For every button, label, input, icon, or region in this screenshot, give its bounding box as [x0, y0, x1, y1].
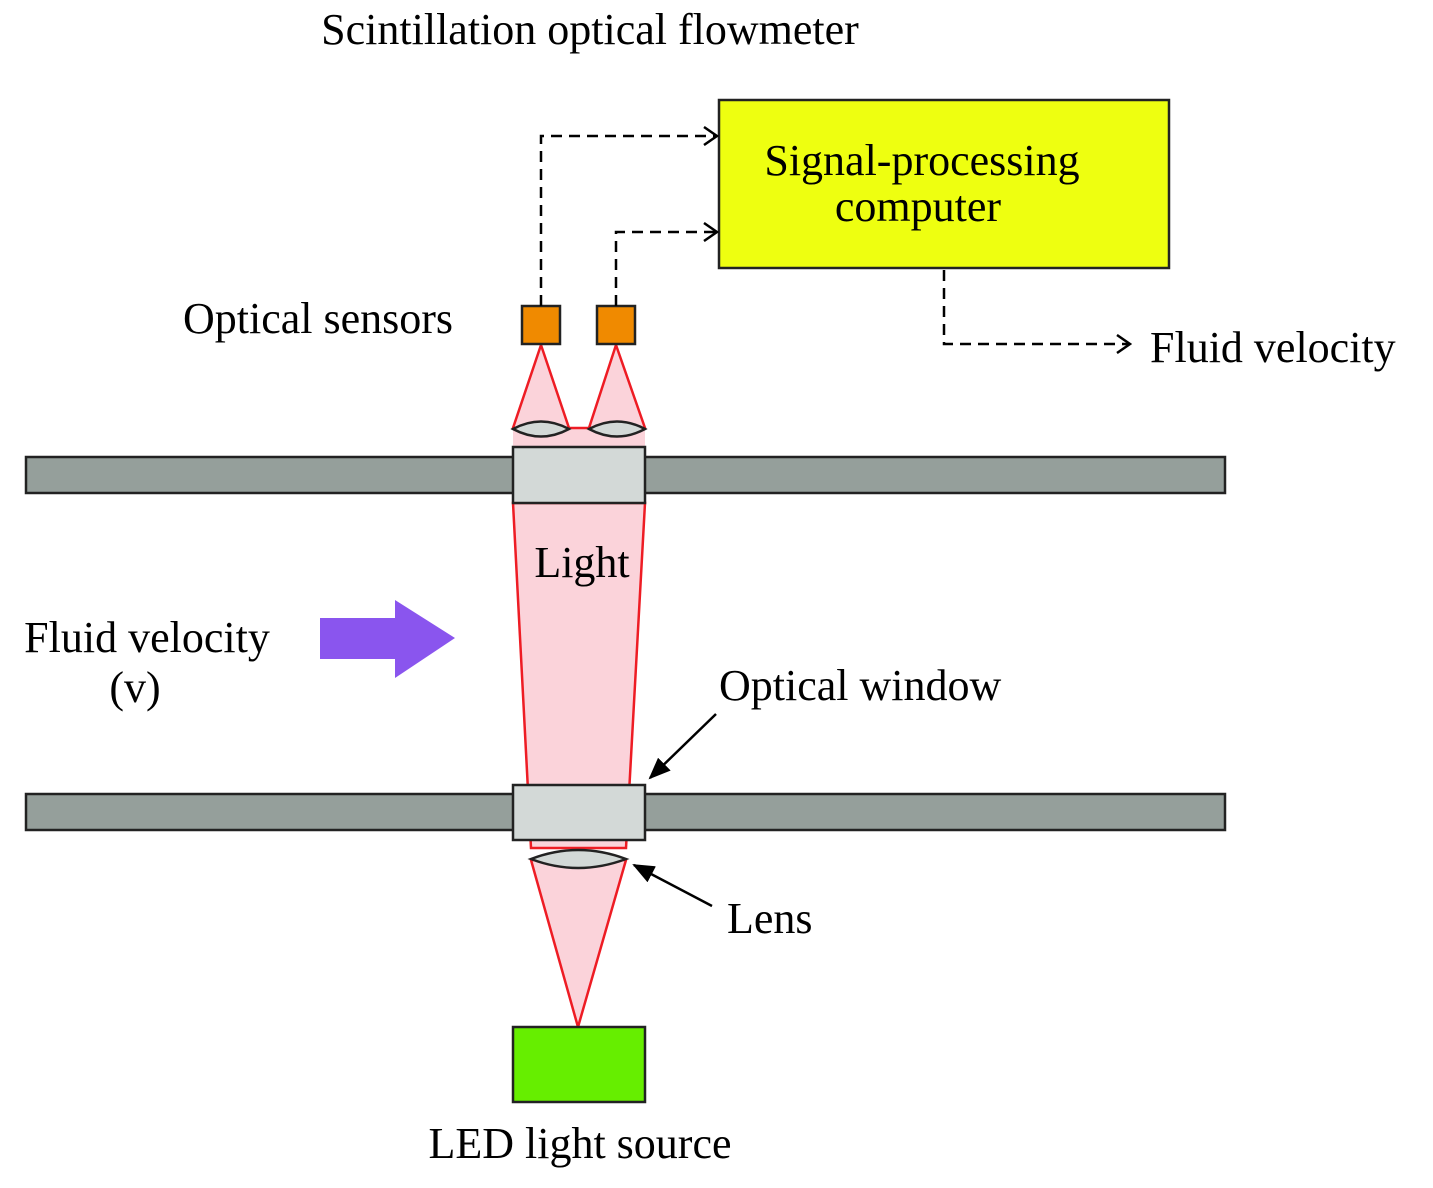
light-cone-sensor-left [511, 341, 571, 430]
optical-window-pointer [648, 713, 717, 780]
led-light-source-label: LED light source [428, 1119, 731, 1168]
lens-pointer [632, 863, 713, 908]
signal-processing-computer [717, 98, 1171, 270]
lens-upper-left [510, 420, 572, 438]
optical-sensors-label: Optical sensors [183, 294, 453, 343]
lens-label: Lens [727, 894, 813, 943]
fluid-velocity-symbol: (v) [109, 663, 160, 712]
output-signal-line [942, 270, 1130, 344]
fluid-flow-arrow-icon [320, 600, 455, 678]
light-label: Light [534, 538, 629, 587]
lens-upper-right [586, 420, 648, 438]
optical-sensor-left [520, 304, 562, 346]
light-cone-lower [529, 858, 628, 1032]
optical-window-upper [511, 445, 647, 505]
fluid-velocity-output-label: Fluid velocity [1150, 323, 1396, 372]
optical-window-label: Optical window [719, 661, 1002, 710]
optical-window-lower [511, 783, 647, 842]
diagram-title: Scintillation optical flowmeter [321, 5, 859, 54]
lens-lower [527, 848, 630, 870]
signal-line-left-sensor [539, 136, 717, 306]
computer-label-line1: Signal-processing [764, 136, 1079, 185]
light-cone-sensor-right [587, 341, 647, 430]
computer-label-line2: computer [835, 182, 1002, 231]
signal-line-right-sensor [614, 232, 717, 306]
fluid-velocity-label: Fluid velocity [24, 613, 270, 662]
led-light-source [511, 1025, 647, 1104]
optical-sensor-right [595, 304, 637, 346]
